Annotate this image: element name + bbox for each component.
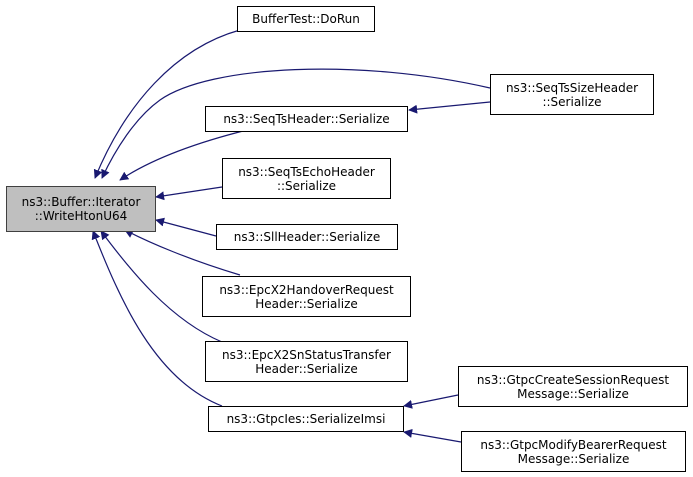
edge-seqtssizeheader-to-seqtsheader xyxy=(408,101,491,114)
edge-seqtsechoheader-to-root xyxy=(155,186,223,201)
edge-seqtsheader-to-root xyxy=(119,129,248,181)
edge-gtpcies-to-root xyxy=(91,230,223,407)
node-seqtsheader-serialize[interactable]: ns3::SeqTsHeader::Serialize xyxy=(205,106,408,132)
node-seqtsechoheader-serialize[interactable]: ns3::SeqTsEchoHeader ::Serialize xyxy=(222,158,391,199)
node-root: ns3::Buffer::Iterator ::WriteHtonU64 xyxy=(6,186,156,232)
node-label-line: ns3::Buffer::Iterator xyxy=(21,195,141,209)
node-label-line: ns3::EpcX2HandoverRequest xyxy=(219,282,394,297)
node-sllheader-serialize[interactable]: ns3::SllHeader::Serialize xyxy=(216,224,398,250)
node-gtpccreatesessionrequestmessage-serialize[interactable]: ns3::GtpcCreateSessionRequest Message::S… xyxy=(458,366,688,407)
node-label-line: ns3::GtpcIes::SerializeImsi xyxy=(226,412,386,426)
node-buffertest-dorun[interactable]: BufferTest::DoRun xyxy=(237,6,375,32)
node-label-line: ns3::SeqTsEchoHeader xyxy=(238,164,375,179)
edge-gtpcmodifybearer-to-gtpcies xyxy=(403,428,462,443)
node-label-line: ns3::EpcX2SnStatusTransfer xyxy=(222,347,391,362)
node-label-line: ::WriteHtonU64 xyxy=(34,209,128,223)
node-label-line: Message::Serialize xyxy=(517,451,630,466)
node-label-line: Header::Serialize xyxy=(255,296,358,311)
edge-buffertest-dorun-to-root xyxy=(93,29,241,179)
edge-gtpccreatesession-to-gtpcies xyxy=(403,394,459,409)
node-label-line: Message::Serialize xyxy=(517,386,629,401)
edge-epcx2snstatus-to-root xyxy=(100,230,223,343)
edge-epcx2handover-to-root xyxy=(124,229,241,276)
node-epcx2handoverrequestheader-serialize[interactable]: ns3::EpcX2HandoverRequest Header::Serial… xyxy=(202,276,411,317)
node-label-line: ::Serialize xyxy=(276,178,337,193)
node-label-line: ns3::SllHeader::Serialize xyxy=(233,230,381,244)
node-label-line: ns3::GtpcModifyBearerRequest xyxy=(480,437,667,452)
node-label-line: BufferTest::DoRun xyxy=(252,12,360,26)
node-label-line: ns3::SeqTsSizeHeader xyxy=(505,80,639,95)
node-epcx2snstatustransferheader-serialize[interactable]: ns3::EpcX2SnStatusTransfer Header::Seria… xyxy=(205,341,408,382)
node-label-line: Header::Serialize xyxy=(255,361,358,376)
edge-seqtssizeheader-to-root xyxy=(101,68,491,179)
node-label-line: ns3::GtpcCreateSessionRequest xyxy=(476,372,670,387)
node-seqtssizeheader-serialize[interactable]: ns3::SeqTsSizeHeader ::Serialize xyxy=(490,74,654,115)
node-label-line: ns3::SeqTsHeader::Serialize xyxy=(223,112,390,126)
edge-sllheader-to-root xyxy=(155,217,217,237)
node-gtpcies-serializeimsi[interactable]: ns3::GtpcIes::SerializeImsi xyxy=(208,406,404,432)
node-label-line: ::Serialize xyxy=(542,94,602,109)
node-gtpcmodifybearerrequestmessage-serialize[interactable]: ns3::GtpcModifyBearerRequest Message::Se… xyxy=(461,431,686,472)
